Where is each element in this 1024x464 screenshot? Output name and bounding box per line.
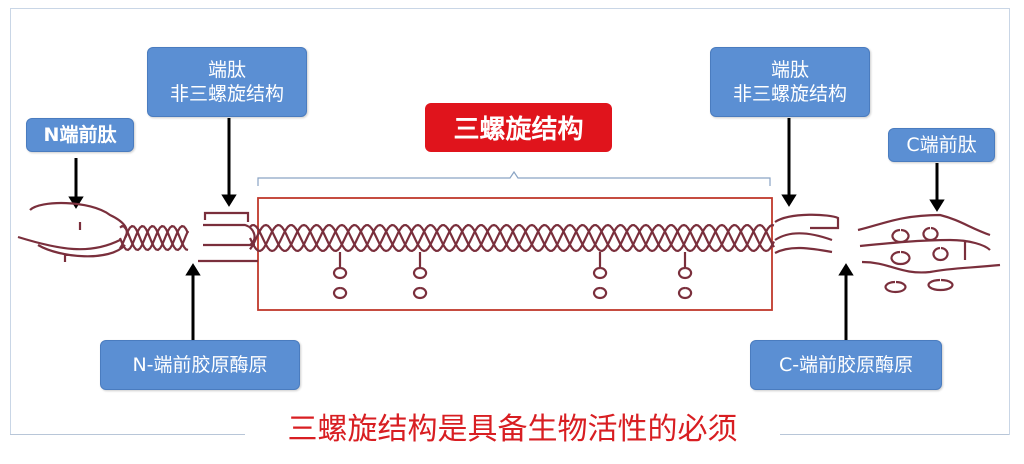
label-triple-helix: 三螺旋结构 bbox=[425, 103, 612, 152]
arrows bbox=[68, 118, 945, 340]
triple-helix-strand bbox=[249, 223, 775, 253]
label-n-propeptide: N端前肽 bbox=[26, 118, 134, 152]
triple-helix-strand bbox=[249, 223, 775, 253]
strands bbox=[17, 202, 1001, 300]
n-terminal-helix-strand bbox=[118, 224, 189, 252]
disulfide-loop bbox=[332, 252, 348, 300]
label-c-procollagen-peptidase: C-端前胶原酶原 bbox=[750, 340, 942, 390]
arrowhead bbox=[781, 194, 797, 207]
n-terminal-helix-strand bbox=[119, 224, 190, 252]
label-line: 端肽 bbox=[207, 59, 246, 81]
arrowhead bbox=[185, 263, 201, 276]
disulfide-loop bbox=[677, 252, 693, 300]
arrowhead bbox=[221, 194, 237, 207]
label-c-propeptide: C端前肽 bbox=[888, 128, 995, 162]
label-line: 端肽 bbox=[770, 59, 809, 81]
arrowhead bbox=[929, 199, 945, 212]
label-line: 非三螺旋结构 bbox=[169, 83, 284, 105]
arrowhead bbox=[838, 263, 854, 276]
triple-helix-strand bbox=[249, 223, 775, 253]
n-telopeptide-strands bbox=[198, 211, 258, 263]
disulfide-loop bbox=[592, 252, 608, 300]
label-line: 非三螺旋结构 bbox=[732, 83, 847, 105]
c-telopeptide-strands bbox=[774, 213, 840, 254]
label-right-telopeptide: 端肽 非三螺旋结构 bbox=[710, 47, 870, 117]
c-propeptide-globular-strands bbox=[857, 213, 1001, 294]
arrowhead bbox=[68, 196, 84, 209]
n-terminal-helix-strand bbox=[119, 224, 189, 252]
caption: 三螺旋结构是具备生物活性的必须 bbox=[245, 410, 780, 450]
label-left-telopeptide: 端肽 非三螺旋结构 bbox=[147, 47, 307, 117]
n-propeptide-strands bbox=[17, 202, 128, 262]
helix-box bbox=[257, 197, 773, 311]
label-n-procollagen-peptidase: N-端前胶原酶原 bbox=[100, 340, 300, 390]
disulfide-loop bbox=[412, 252, 428, 300]
frame-bottom-left bbox=[10, 434, 250, 435]
helix-brace bbox=[257, 170, 771, 186]
frame-bottom-right bbox=[775, 434, 1009, 435]
slide-frame bbox=[10, 8, 1010, 435]
